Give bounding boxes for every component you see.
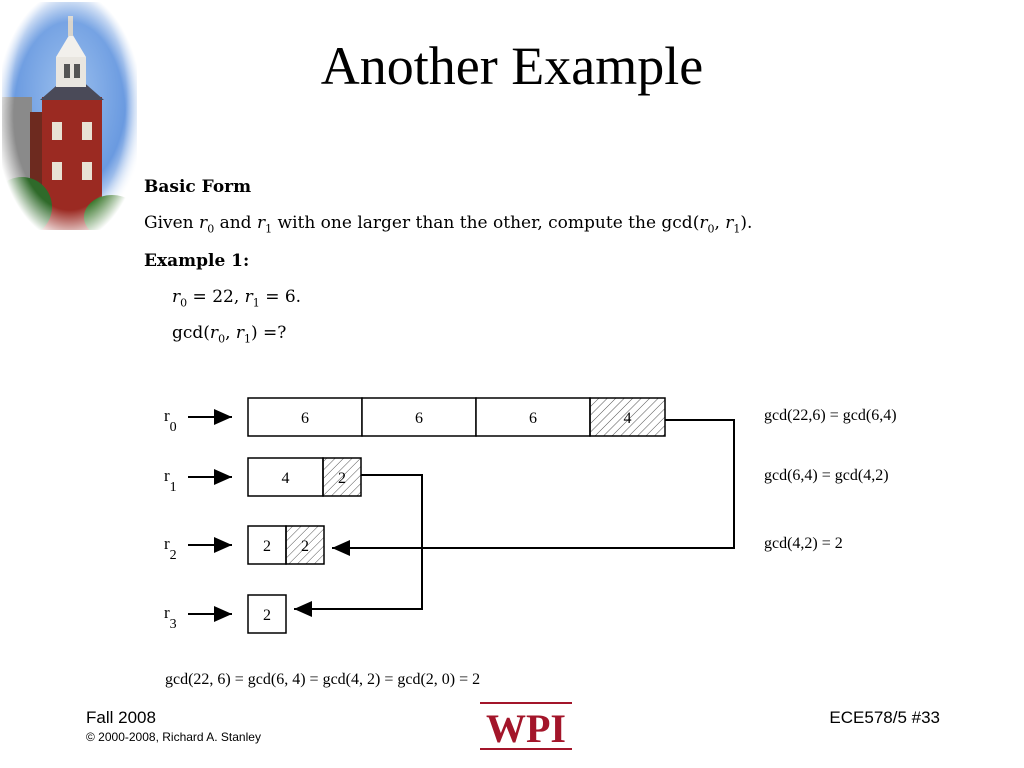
example-values: r0 = 22, r1 = 6. <box>172 287 302 310</box>
given-statement: Given r0 and r1 with one larger than the… <box>144 213 753 236</box>
cell-r0-2 <box>475 397 591 437</box>
building-photo <box>2 2 137 230</box>
annotation-0: gcd(22,6) = gcd(6,4) <box>764 407 897 424</box>
cell-value-r0-0: 6 <box>301 410 309 427</box>
row-label-3: r3 <box>164 603 177 632</box>
annotation-1: gcd(6,4) = gcd(4,2) <box>764 467 889 484</box>
cell-r0-3 <box>589 397 666 437</box>
cell-value-r2-0: 2 <box>263 538 271 555</box>
cell-value-r3-0: 2 <box>263 607 271 624</box>
annotation-2: gcd(4,2) = 2 <box>764 535 843 552</box>
example-line1-end: = 6. <box>265 287 302 307</box>
basic-form-heading: Basic Form <box>144 177 252 197</box>
given-mid: and <box>214 213 257 233</box>
gcd-summary: gcd(22, 6) = gcd(6, 4) = gcd(4, 2) = gcd… <box>165 671 480 688</box>
example-line2-pre: gcd( <box>172 323 210 343</box>
cell-r0-1 <box>361 397 477 437</box>
cell-value-r0-3: 4 <box>624 410 632 427</box>
logo-text: WPI <box>486 706 566 751</box>
cell-r1-0 <box>247 457 324 497</box>
row-label-1: r1 <box>164 466 177 495</box>
cell-r0-0 <box>247 397 363 437</box>
cell-value-r1-1: 2 <box>338 470 346 487</box>
cell-r2-1 <box>285 525 325 565</box>
cell-r3-0 <box>247 594 287 634</box>
slide-title: Another Example <box>320 36 704 96</box>
given-end: ). <box>740 213 753 233</box>
cell-value-r2-1: 2 <box>301 538 309 555</box>
example-line1: = 22, <box>192 287 245 307</box>
footer-course-slide: ECE578/5 #33 <box>829 708 940 727</box>
connector-r0-to-r2 <box>332 419 735 556</box>
row-label-2: r2 <box>164 534 177 563</box>
example-question: gcd(r0, r1) =? <box>172 323 287 346</box>
cell-value-r0-1: 6 <box>415 410 423 427</box>
given-post: with one larger than the other, compute … <box>272 213 700 233</box>
cell-value-r0-2: 6 <box>529 410 537 427</box>
given-pre: Given <box>144 213 200 233</box>
example-line2-end: ) =? <box>251 323 287 343</box>
connector-r1-to-r3 <box>294 474 423 617</box>
cell-r1-1 <box>322 457 362 497</box>
row-boxes: 6 6 6 4 4 2 2 2 2 <box>247 397 666 634</box>
example-label: Example 1: <box>144 251 250 271</box>
cell-value-r1-0: 4 <box>282 470 290 487</box>
cell-r2-0 <box>247 525 287 565</box>
row-label-0: r0 <box>164 406 177 435</box>
footer-term: Fall 2008 <box>86 708 156 727</box>
wpi-logo: WPI <box>480 702 572 751</box>
row-labels: r0 r1 r2 r3 <box>164 406 232 632</box>
footer-copyright: © 2000-2008, Richard A. Stanley <box>86 730 261 744</box>
